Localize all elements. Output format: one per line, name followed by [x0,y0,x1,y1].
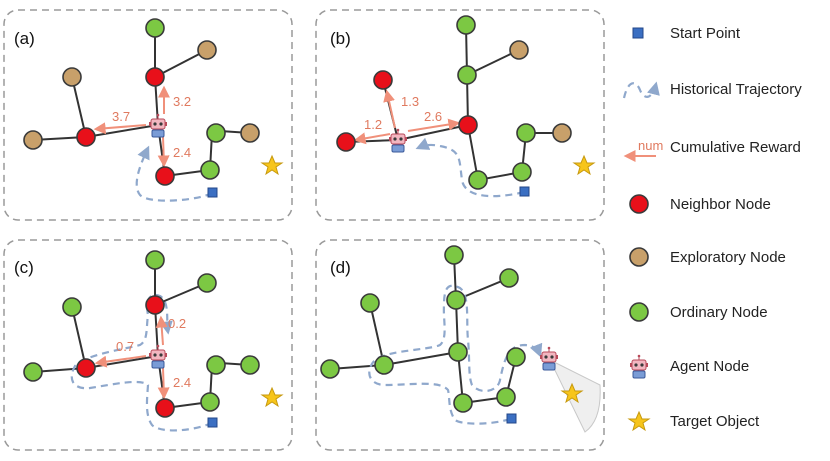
panel-c-edges [32,260,251,409]
panel-a-reward-down: 2.4 [173,145,191,160]
target-object-icon [627,410,651,432]
legend-exploratory-node: Exploratory Node [670,249,786,266]
exploratory-node-icon [629,247,649,267]
panel-b-reward-arrows [353,89,461,145]
panel-a-reward-left: 3.7 [112,109,130,124]
panel-d: (d) [315,239,605,451]
panel-c: (c) 0.7 0.2 2.4 [3,239,293,451]
panel-a-start-icon [207,187,218,198]
legend-start-point: Start Point [670,25,741,42]
neighbor-node-icon [629,194,649,214]
panel-c-tag: (c) [14,258,34,277]
panel-a-frame [3,9,293,221]
panel-a-target-icon [260,154,284,176]
panel-b-nodes [336,15,572,190]
panel-c-target-icon [260,386,284,408]
panel-a-tag: (a) [14,29,35,48]
panel-c-reward-up: 0.2 [168,316,186,331]
panel-d-target-icon [560,382,584,404]
legend-cumulative-reward: Cumulative Reward [670,139,801,156]
panel-a: (a) 3.7 3.2 2.4 [3,9,293,221]
panel-c-reward-arrows [94,315,170,400]
panel-a-trajectory [135,145,213,202]
legend-agent-node: Agent Node [670,358,749,375]
start-point-icon [632,27,644,39]
panel-b-reward-up: 1.3 [401,94,419,109]
panel-b-target-icon [572,154,596,176]
panel-b: (b) 1.3 1.2 2.6 [315,9,605,221]
panel-d-nodes [320,245,526,413]
historical-trajectory-icon [622,81,660,99]
panel-c-frame [3,239,293,451]
panel-c-nodes [23,250,260,418]
panel-c-trajectory [70,293,213,432]
legend-neighbor-node: Neighbor Node [670,196,771,213]
panel-b-start-icon [519,186,530,197]
legend-historical-trajectory: Historical Trajectory [670,81,802,98]
panel-a-nodes [23,18,260,186]
panel-b-tag: (b) [330,29,351,48]
legend-reward-sample: num [638,138,663,153]
panel-d-start-icon [506,413,517,424]
panel-d-trajectory [368,284,543,425]
panel-a-edges [32,28,251,177]
agent-node-icon [629,354,649,379]
panel-c-reward-left: 0.7 [116,339,134,354]
panel-d-tag: (d) [330,258,351,277]
panel-c-start-icon [207,417,218,428]
ordinary-node-icon [629,302,649,322]
panel-b-trajectory [415,137,525,198]
legend-ordinary-node: Ordinary Node [670,304,768,321]
panel-c-reward-down: 2.4 [173,375,191,390]
legend: Start Point Historical Trajectory num Cu… [622,25,802,432]
panel-b-reward-left: 1.2 [364,117,382,132]
panel-a-reward-arrows [93,85,170,168]
legend-target-object: Target Object [670,413,760,430]
panel-d-edges [329,254,520,404]
panel-b-reward-right: 2.6 [424,109,442,124]
panel-b-frame [315,9,605,221]
panel-a-reward-up: 3.2 [173,94,191,109]
